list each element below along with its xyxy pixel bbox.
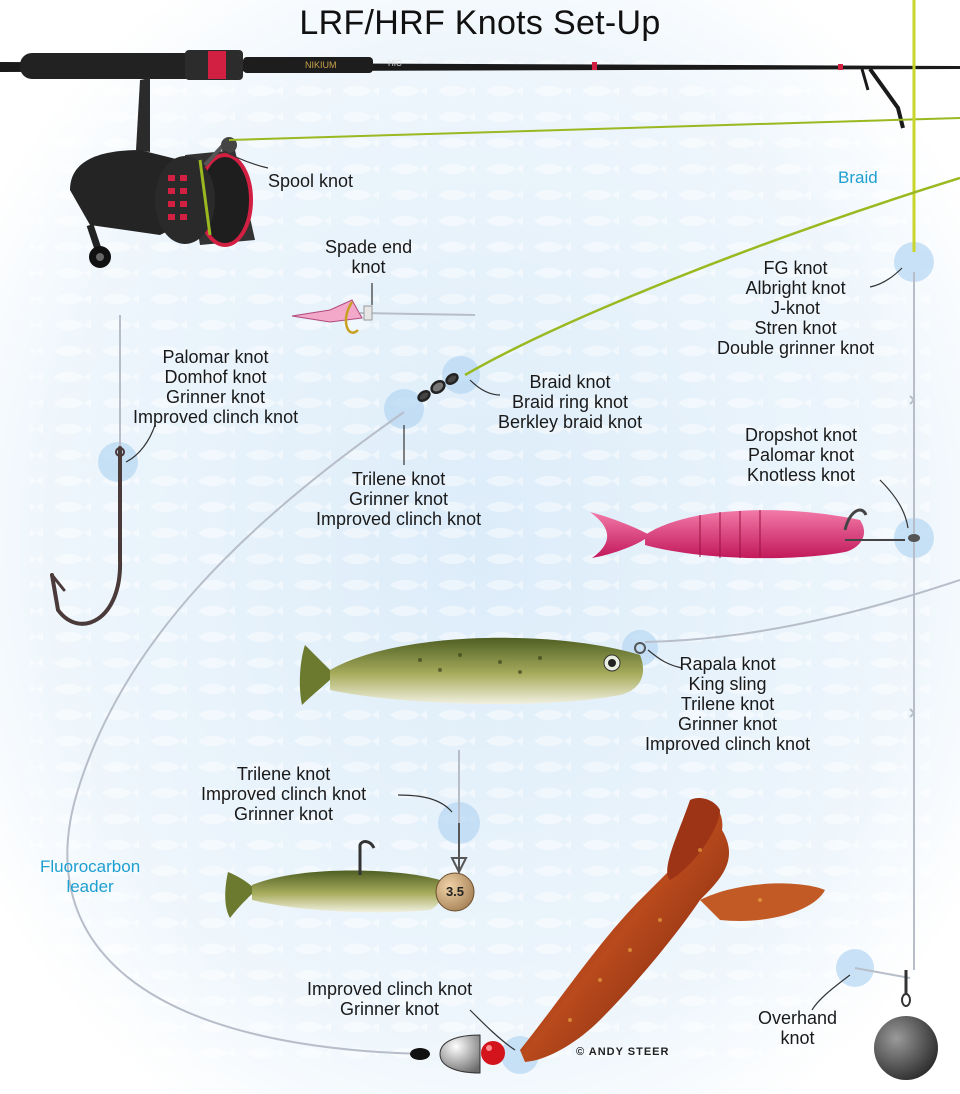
- svg-text:HIC: HIC: [388, 59, 402, 68]
- fishing-rod: NIKIUM HIC: [0, 50, 960, 129]
- knot-name: Improved clinch knot: [201, 784, 367, 804]
- knot-name: Dropshot knot: [745, 425, 858, 445]
- knot-name: Grinner knot: [349, 489, 449, 509]
- knot-name: Grinner knot: [340, 999, 440, 1019]
- jighead-lure: [225, 823, 475, 918]
- page-title: LRF/HRF Knots Set-Up: [299, 4, 661, 42]
- knot-name: Improved clinch knot: [316, 509, 482, 529]
- spool-knot-label: Spool knot: [268, 171, 354, 191]
- knot-name: Trilene knot: [351, 469, 446, 489]
- knot-name: FG knot: [763, 258, 828, 278]
- jig-weight-label: 3.5: [445, 884, 465, 899]
- knot-name: Overhand: [758, 1008, 838, 1028]
- pink-shad-lure: [590, 508, 920, 559]
- overhand-knot-label: Overhand knot: [758, 1008, 837, 1048]
- dropshot-sinker: [874, 970, 938, 1080]
- knot-name: Albright knot: [745, 278, 846, 298]
- jighead-knots-label: Trilene knot Improved clinch knot Grinne…: [201, 764, 366, 824]
- knot-name: Grinner knot: [166, 387, 266, 407]
- fluorocarbon-label-line: Fluorocarbon: [40, 857, 141, 876]
- spinning-reel: [70, 78, 255, 268]
- knot-name: Trilene knot: [236, 764, 331, 784]
- knot-name: Braid ring knot: [512, 392, 629, 412]
- knot-name: knot: [780, 1028, 815, 1048]
- knot-name: Improved clinch knot: [645, 734, 811, 754]
- knot-name: Grinner knot: [678, 714, 778, 734]
- spade-end-hook: [291, 299, 373, 334]
- fluorocarbon-label: Fluorocarbon leader: [40, 857, 140, 897]
- svg-text:NIKIUM: NIKIUM: [305, 60, 337, 70]
- knot-name: knot: [351, 257, 386, 277]
- braid-label: Braid: [838, 168, 878, 187]
- knot-name: Improved clinch knot: [307, 979, 473, 999]
- artist-credit: © ANDY STEER: [576, 1046, 670, 1058]
- lure-knots-label: Rapala knot King sling Trilene knot Grin…: [645, 654, 810, 754]
- knot-name: Knotless knot: [747, 465, 856, 485]
- hook-knots-label: Palomar knot Domhof knot Grinner knot Im…: [133, 347, 298, 427]
- knot-name: Berkley braid knot: [498, 412, 643, 432]
- knot-name: Trilene knot: [680, 694, 775, 714]
- knot-name: Spade end: [325, 237, 413, 257]
- knot-name: Domhof knot: [164, 367, 267, 387]
- knot-name: Improved clinch knot: [133, 407, 299, 427]
- dropshot-knots-label: Dropshot knot Palomar knot Knotless knot: [745, 425, 857, 485]
- lines: [66, 0, 960, 1055]
- texas-rig-knots-label: Improved clinch knot Grinner knot: [307, 979, 472, 1019]
- knot-name: Grinner knot: [234, 804, 334, 824]
- knot-name: Stren knot: [754, 318, 837, 338]
- hook: [50, 446, 125, 626]
- knot-name: J-knot: [771, 298, 821, 318]
- knot-name: Palomar knot: [748, 445, 855, 465]
- green-shad-lure: [299, 637, 646, 705]
- knot-name: Palomar knot: [162, 347, 269, 367]
- bullet-weight: [410, 1034, 505, 1074]
- knot-name: Rapala knot: [679, 654, 776, 674]
- braid-leader-knots-label: FG knot Albright knot J-knot Stren knot …: [717, 258, 874, 358]
- braid-swivel-knots-label: Braid knot Braid ring knot Berkley braid…: [498, 372, 642, 432]
- knot-name: Braid knot: [529, 372, 611, 392]
- knot-name: King sling: [688, 674, 767, 694]
- knot-name: Double grinner knot: [717, 338, 875, 358]
- fluorocarbon-label-line: leader: [66, 877, 114, 896]
- swivel-leader-knots-label: Trilene knot Grinner knot Improved clinc…: [316, 469, 481, 529]
- swivel: [417, 372, 459, 403]
- creature-bait: [520, 798, 825, 1062]
- spade-end-knot-label: Spade end knot: [325, 237, 412, 277]
- leader-lines: [125, 149, 909, 1051]
